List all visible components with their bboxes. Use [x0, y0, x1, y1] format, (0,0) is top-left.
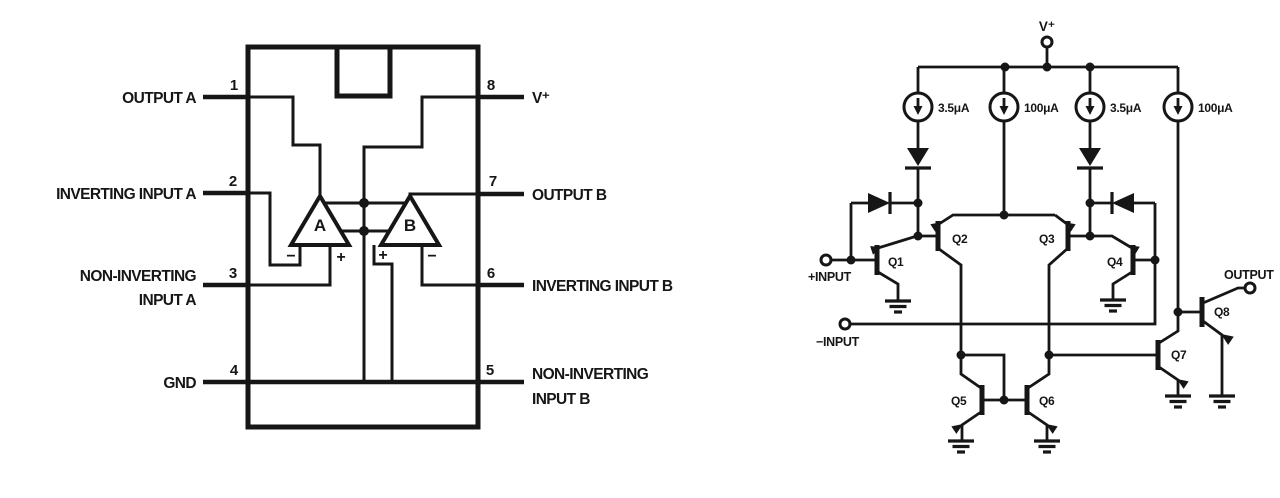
wire-pin6-to-ampB-inverting	[420, 245, 478, 287]
wire-pin1-to-ampA-output	[248, 95, 322, 198]
pin-1-label: OUTPUT A	[122, 90, 196, 107]
vplus-terminal-label: V⁺	[1039, 19, 1055, 34]
diode-icon	[1090, 192, 1155, 214]
ground-icon	[1209, 394, 1235, 409]
pin-5-label-line1: NON-INVERTING	[532, 366, 649, 383]
pin-3-label-line1: NON-INVERTING	[80, 268, 197, 285]
output-terminal-circle	[1243, 281, 1257, 295]
pin-2-label: INVERTING INPUT A	[56, 186, 196, 203]
ground-icon	[1034, 439, 1060, 454]
current-source-4-label: 100μA	[1198, 101, 1233, 115]
junction-dot	[1085, 231, 1095, 241]
transistor-q4-label: Q4	[1107, 255, 1123, 269]
junction-dot	[956, 350, 966, 360]
diode-icon	[905, 121, 931, 236]
junction-dot	[1085, 198, 1095, 208]
junction-dot	[846, 255, 856, 265]
junction-dot	[1042, 62, 1052, 72]
opamp-a-minus-sign: −	[286, 248, 295, 265]
transistor-q6-symbol	[1004, 355, 1058, 440]
pin-5-label-line2: INPUT B	[532, 391, 590, 408]
transistor-q4-symbol	[1090, 234, 1155, 299]
transistor-q1-symbol	[870, 234, 918, 300]
pin-4-label: GND	[163, 375, 196, 392]
pin-2-number: 2	[229, 173, 237, 190]
plus-input-label: +INPUT	[808, 270, 852, 284]
pin-3-number: 3	[229, 265, 237, 282]
pin-4-number: 4	[230, 362, 239, 379]
pin-8-label: V⁺	[532, 90, 550, 107]
transistor-q8-label: Q8	[1214, 305, 1230, 319]
pin-6-label: INVERTING INPUT B	[532, 278, 673, 295]
current-source-1-label: 3.5μA	[938, 101, 970, 115]
vplus-terminal-circle	[1040, 35, 1054, 49]
pin-6-number: 6	[487, 265, 495, 282]
opamp-b-triangle	[377, 192, 443, 247]
current-source-3-label: 3.5μA	[1110, 101, 1142, 115]
junction-dot	[359, 198, 369, 208]
wire-pin8-to-supply-node	[362, 95, 478, 203]
internal-schematic: V⁺ 3.5μA	[808, 19, 1275, 454]
package-orientation-notch	[334, 47, 393, 99]
transistor-q2-symbol	[918, 213, 1055, 355]
junction-dot	[913, 231, 923, 241]
current-source-2-icon	[988, 67, 1020, 123]
opamp-b-letter: B	[404, 216, 416, 235]
ground-icon	[948, 439, 974, 454]
pin-1-number: 1	[230, 77, 238, 94]
transistor-q3-symbol	[1047, 213, 1090, 355]
pin-3-label-line2: INPUT A	[139, 292, 197, 309]
current-source-4-icon	[1162, 67, 1194, 123]
output-label: OUTPUT	[1224, 268, 1274, 282]
current-source-3-icon	[1074, 67, 1106, 123]
wire-pin3-to-ampA-noninverting	[248, 245, 332, 287]
ground-icon	[885, 299, 911, 314]
junction-dot	[359, 226, 369, 236]
current-source-2-label: 100μA	[1024, 101, 1059, 115]
junction-dot	[999, 395, 1009, 405]
pin-5-number: 5	[486, 362, 494, 379]
minus-input-label: −INPUT	[816, 335, 860, 349]
dip8-package-outline	[245, 44, 481, 430]
wire-minus-input-run	[851, 203, 1157, 326]
pin-7-label: OUTPUT B	[532, 187, 607, 204]
transistor-q5-label: Q5	[951, 394, 967, 408]
plus-input-terminal-circle	[819, 253, 833, 267]
opamp-a-triangle	[287, 192, 353, 247]
wire-q5-collector-base-tie	[961, 353, 1006, 400]
wire-pin2-to-ampA-inverting	[248, 191, 302, 267]
wire-pin5-to-ampB-noninverting	[372, 245, 394, 382]
junction-dot	[913, 198, 923, 208]
transistor-q3-label: Q3	[1039, 232, 1055, 246]
opamp-a-letter: A	[314, 216, 326, 235]
diode-icon	[1077, 121, 1103, 236]
ground-icon	[1165, 394, 1191, 409]
transistor-q1-label: Q1	[888, 255, 904, 269]
opamp-a-plus-sign: +	[336, 249, 345, 266]
junction-dot	[1150, 255, 1160, 265]
transistor-q6-label: Q6	[1039, 394, 1055, 408]
diode-icon	[851, 192, 918, 214]
ground-icon	[1100, 298, 1126, 313]
transistor-q8-symbol	[1178, 286, 1245, 395]
dip8-connection-diagram: A B − + + − 1 2 3 4 5 6 7 8 OUTPUT A INV…	[56, 44, 674, 430]
current-source-1-icon	[902, 67, 934, 123]
transistor-q7-symbol	[1155, 312, 1189, 395]
minus-input-terminal-circle	[838, 317, 852, 331]
transistor-q7-label: Q7	[1171, 348, 1187, 362]
opamp-b-minus-sign: −	[427, 248, 436, 265]
pin-7-number: 7	[489, 173, 497, 190]
wire-pin7-to-ampB-output	[408, 192, 478, 199]
opamp-b-plus-sign: +	[378, 247, 387, 264]
junction-dot	[1173, 307, 1183, 317]
pin-8-number: 8	[487, 77, 495, 94]
transistor-q2-label: Q2	[952, 232, 968, 246]
junction-dot	[999, 210, 1009, 220]
junction-dot	[1044, 350, 1054, 360]
